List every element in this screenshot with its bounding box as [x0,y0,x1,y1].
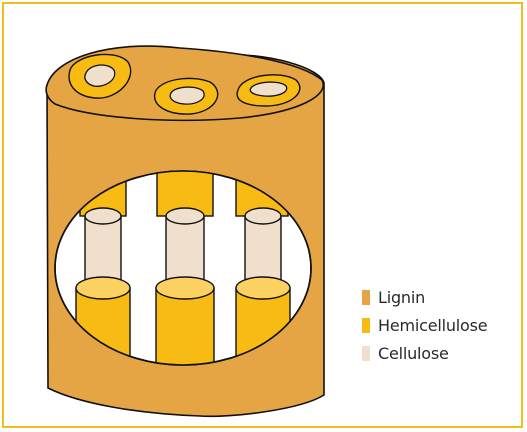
legend-label: Cellulose [378,344,449,363]
cellulose-swatch-icon [362,346,370,361]
lignin-swatch-icon [362,290,370,305]
legend: Lignin Hemicellulose Cellulose [362,288,487,372]
top-fiber-2 [155,78,218,114]
legend-item-hemicellulose: Hemicellulose [362,316,487,334]
legend-label: Lignin [378,288,425,307]
hemicellulose-swatch-icon [362,318,370,333]
legend-label: Hemicellulose [378,316,487,335]
cellulose-core-1 [85,216,121,286]
legend-item-cellulose: Cellulose [362,344,487,362]
cellulose-core-3 [245,216,281,286]
legend-item-lignin: Lignin [362,288,487,306]
cellulose-core-2 [166,216,204,286]
